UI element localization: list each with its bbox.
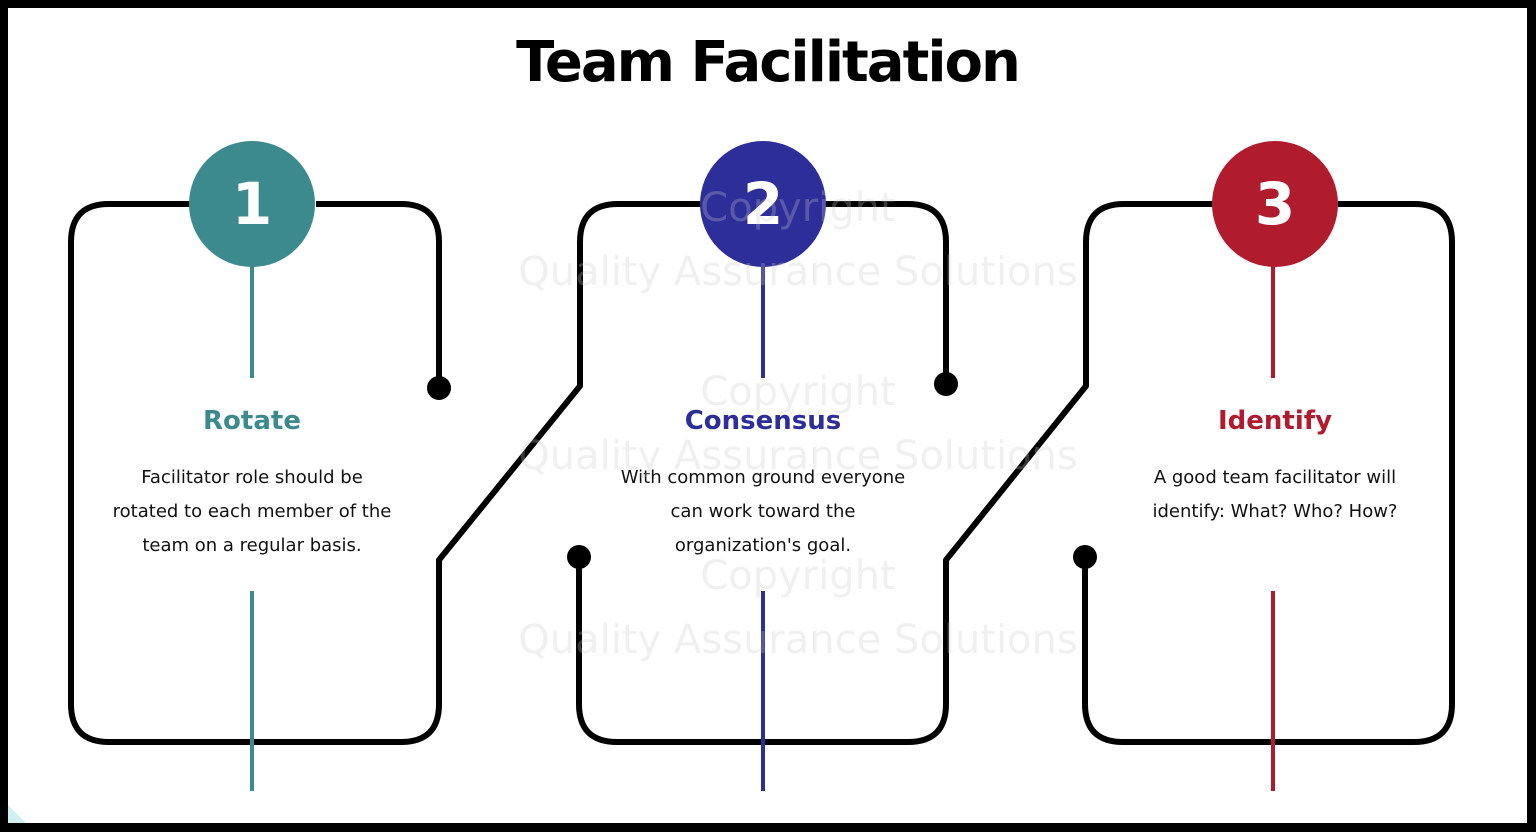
step-1-number: 1 bbox=[231, 170, 273, 238]
step-1-description: Facilitator role should be rotated to ea… bbox=[92, 461, 412, 563]
step-2-number: 2 bbox=[742, 170, 784, 238]
connector-dot-4 bbox=[1073, 545, 1097, 569]
step-1-line-2: rotated to each member of the bbox=[112, 501, 392, 522]
step-2-line-3: organization's goal. bbox=[674, 535, 852, 556]
step-3-line-2: identify: What? Who? How? bbox=[1152, 501, 1398, 522]
step-3-number: 3 bbox=[1254, 170, 1296, 238]
connector-dot-3 bbox=[567, 545, 591, 569]
connector-diagram bbox=[68, 201, 1455, 791]
step-2-heading: Consensus bbox=[684, 406, 842, 436]
step-2-description: With common ground everyone can work tow… bbox=[603, 461, 923, 563]
step-2-line-2: can work toward the bbox=[670, 501, 856, 522]
connector-dot-1 bbox=[427, 376, 451, 400]
loop-3-top bbox=[1082, 201, 1455, 745]
loop-1-path bbox=[68, 201, 702, 745]
step-2-line-1: With common ground everyone bbox=[620, 467, 906, 488]
step-3-heading: Identify bbox=[1217, 406, 1333, 436]
step-3-line-1: A good team facilitator will bbox=[1153, 467, 1397, 488]
connector-dot-2 bbox=[934, 372, 958, 396]
step-3-description: A good team facilitator will identify: W… bbox=[1115, 461, 1435, 529]
loop-2-bottom bbox=[576, 201, 1214, 745]
corner-accent bbox=[8, 805, 26, 823]
step-2-badge: 2 bbox=[700, 141, 826, 267]
step-1-line-3: team on a regular basis. bbox=[142, 535, 362, 556]
loop-2-top bbox=[826, 201, 949, 384]
step-3-badge: 3 bbox=[1212, 141, 1338, 267]
page-title: Team Facilitation bbox=[516, 30, 1021, 95]
step-1-line-1: Facilitator role should be bbox=[141, 467, 363, 488]
step-1-heading: Rotate bbox=[203, 406, 301, 436]
loop-1-tail bbox=[316, 201, 442, 388]
step-1-badge: 1 bbox=[189, 141, 315, 267]
slide: Team Facilitation 1 Rotate Facilitator r… bbox=[8, 8, 1527, 823]
